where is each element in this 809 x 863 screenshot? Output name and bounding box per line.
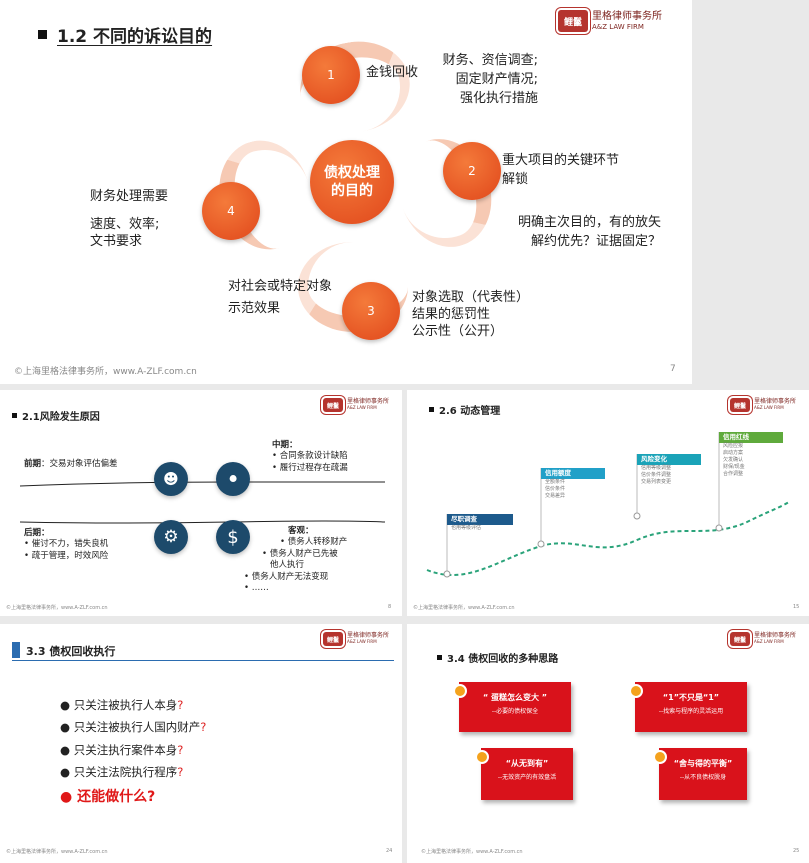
title-accent-bar <box>12 642 20 658</box>
logo-cn: 里格律师事务所 <box>754 398 797 406</box>
page-number: 8 <box>388 604 392 610</box>
growth-curve <box>426 432 790 578</box>
approach-card-1: “ 蛋糕怎么变大 ” --必要的债权保全 <box>453 682 571 732</box>
page-number: 24 <box>386 848 393 854</box>
mid-stage: 中期： • 合同条款设计缺陷 • 履行过程存在疏漏 <box>272 440 348 473</box>
logo-mark: 鲤鬣 <box>558 10 588 32</box>
list-item: ● 只关注被执行人国内财产? <box>60 720 207 735</box>
circle-4: 4 <box>202 182 260 240</box>
logo-cn: 里格律师事务所 <box>592 11 662 23</box>
slide-debt-collection-execution: 3.3 债权回收执行 鲤鬣 里格律师事务所 A&Z LAW FIRM ● 只关注… <box>0 624 402 863</box>
circle-1: 1 <box>302 46 360 104</box>
focus-list: ● 只关注被执行人本身? ● 只关注被执行人国内财产? ● 只关注执行案件本身?… <box>60 694 206 811</box>
slide-footer: ©上海里格法律事务所，www.A-ZLF.com.cn <box>421 849 523 855</box>
approach-card-2: “1”不只是“1” --找索与程序的灵活运用 <box>629 682 747 732</box>
person-icon: ☻ <box>154 462 188 496</box>
flag-credit-limit: 信用额度 全额条件 信价条件 交易差异 <box>541 468 605 500</box>
approach-card-4: “舍与得的平衡” --从不良债权脱身 <box>653 748 747 800</box>
objective-factors: 客观： • 债务人转移财产 • 债务人财产已先被 他人执行 • 债务人财产无法变… <box>244 526 348 594</box>
slide-title: 1.2 不同的诉讼目的 <box>38 22 212 47</box>
flag-credit-redline: 信用红线 风险应报 启动方案 欠发确认 财保/现金 合作调整 <box>719 432 783 478</box>
firm-logo: 鲤鬣 里格律师事务所 A&Z LAW FIRM <box>323 632 389 646</box>
center-circle: 债权处理 的目的 <box>310 140 394 224</box>
dollar-icon: $ <box>216 520 250 554</box>
logo-cn: 里格律师事务所 <box>347 398 390 406</box>
circle-2: 2 <box>443 142 501 200</box>
logo-mark: 鲤鬣 <box>323 398 343 412</box>
page-number: 25 <box>793 848 800 854</box>
firm-logo: 鲤鬣 里格律师事务所 A&Z LAW FIRM <box>323 398 389 412</box>
circle2-label: 重大项目的关键环节 解锁 <box>502 153 620 187</box>
page-number: 7 <box>670 364 676 374</box>
circle1-notes: 财务、资信调查; 固定财产情况; 强化执行措施 <box>442 53 539 106</box>
slide-footer: ©上海里格法律事务所，www.A-ZLF.com.cn <box>6 605 108 611</box>
slide-title: 2.6 动态管理 <box>429 402 500 417</box>
logo-en: A&Z LAW FIRM <box>754 405 784 411</box>
title-bullet-square <box>429 407 434 412</box>
slide-title: 3.4 债权回收的多种思路 <box>437 650 558 665</box>
logo-mark: 鲤鬣 <box>323 632 343 646</box>
title-underline <box>12 660 394 661</box>
slide-footer: ©上海里格法律事务所，www.A-ZLF.com.cn <box>413 605 515 611</box>
logo-en: A&Z LAW FIRM <box>754 639 784 645</box>
list-item: ● 只关注被执行人本身? <box>60 698 184 712</box>
card-badge-icon <box>475 750 489 764</box>
circle3-left-notes: 对社会或特定对象 示范效果 <box>228 279 333 317</box>
slide-litigation-purposes: 1.2 不同的诉讼目的 鲤鬣 里格律师事务所 A&Z LAW FIRM 债权处理… <box>0 0 692 384</box>
circle-3: 3 <box>342 282 400 340</box>
logo-cn: 里格律师事务所 <box>754 632 797 640</box>
list-item: ● 只关注法院执行程序? <box>60 765 184 780</box>
slide-risk-causes: 2.1风险发生原因 鲤鬣 里格律师事务所 A&Z LAW FIRM ☻ ⚫ ⚙ … <box>0 390 402 616</box>
flag-due-diligence: 尽职调查 也用等级评估 <box>447 514 513 533</box>
slide-title: 2.1风险发生原因 <box>12 408 100 423</box>
circle2-notes: 明确主次目的，有的放矢 解约优先？证据固定？ <box>518 215 662 249</box>
circle4-notes: 财务处理需要 速度、效率; 文书要求 <box>90 189 169 250</box>
slide-title: 3.3 债权回收执行 <box>26 645 116 658</box>
logo-cn: 里格律师事务所 <box>347 632 390 640</box>
gear-icon: ⚙ <box>154 520 188 554</box>
slide-collection-approaches: 3.4 债权回收的多种思路 鲤鬣 里格律师事务所 A&Z LAW FIRM “ … <box>407 624 809 863</box>
approach-card-3: “从无到有” --无效资产的有效盘活 <box>475 748 573 800</box>
title-bullet-square <box>12 413 17 418</box>
slide-footer: ©上海里格法律事务所，www.A-ZLF.com.cn <box>6 849 108 855</box>
card-badge-icon <box>629 684 643 698</box>
lightbulb-icon: ⚫ <box>216 462 250 496</box>
slide-footer: ©上海里格法律事务所，www.A-ZLF.com.cn <box>14 367 197 377</box>
list-item: ● 只关注执行案件本身? <box>60 742 184 757</box>
logo-mark: 鲤鬣 <box>730 632 750 646</box>
firm-logo: 鲤鬣 里格律师事务所 A&Z LAW FIRM <box>730 632 796 646</box>
flag-risk-change: 风险变化 信用等级调整 信价条件调整 交易列表变更 <box>637 454 701 486</box>
card-badge-icon <box>453 684 467 698</box>
firm-logo: 鲤鬣 里格律师事务所 A&Z LAW FIRM <box>558 10 662 32</box>
circle1-label: 金钱回收 <box>366 65 419 80</box>
late-stage: 后期： • 催讨不力，错失良机 • 疏于管理，时效风险 <box>24 528 109 561</box>
title-bullet-square <box>437 655 442 660</box>
logo-mark: 鲤鬣 <box>730 398 750 412</box>
page-number: 15 <box>793 604 800 610</box>
logo-en: A&Z LAW FIRM <box>347 405 377 411</box>
early-stage: 前期：交易对象评估偏差 <box>24 459 118 469</box>
firm-logo: 鲤鬣 里格律师事务所 A&Z LAW FIRM <box>730 398 796 412</box>
title-bullet-square <box>38 30 47 39</box>
card-badge-icon <box>653 750 667 764</box>
logo-en: A&Z LAW FIRM <box>592 22 644 31</box>
list-item-highlight: ● 还能做什么? <box>60 788 156 805</box>
logo-en: A&Z LAW FIRM <box>347 639 377 645</box>
circle3-right-notes: 对象选取（代表性） 结果的惩罚性 公示性（公开） <box>412 290 530 339</box>
slide-dynamic-management: 2.6 动态管理 鲤鬣 里格律师事务所 A&Z LAW FIRM 尽职调查 也用… <box>407 390 809 616</box>
